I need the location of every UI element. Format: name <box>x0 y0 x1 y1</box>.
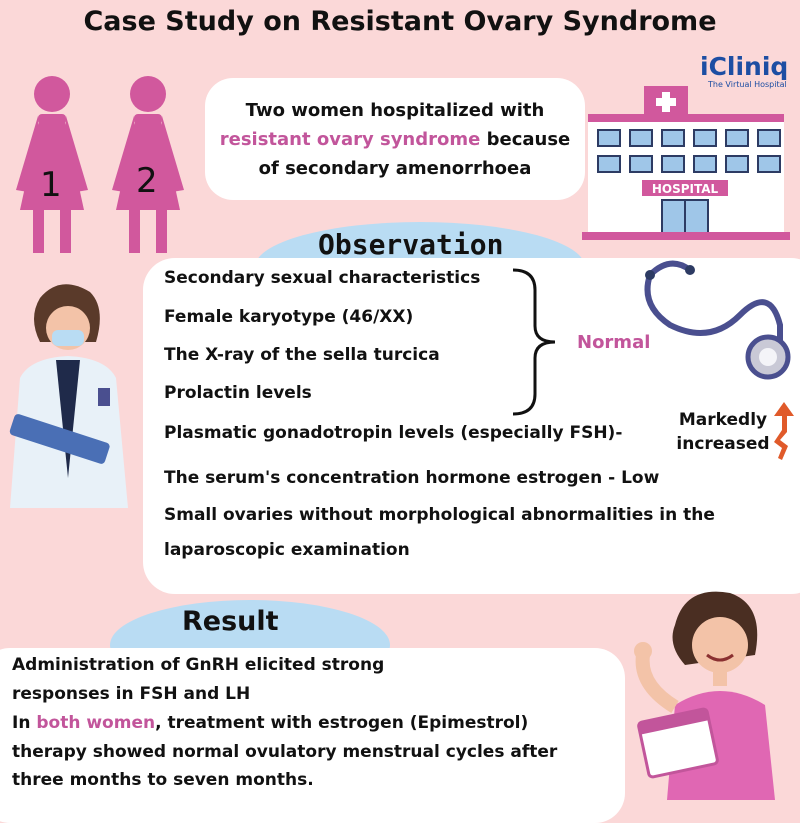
result-card <box>0 648 625 823</box>
logo-tagline: The Virtual Hospital <box>708 80 787 89</box>
intro-line-2-rest: because <box>480 129 571 150</box>
woman-1-label: 1 <box>40 165 62 205</box>
woman-2-icon <box>112 76 184 253</box>
marked-line-2: increased <box>676 434 770 454</box>
woman-1-icon <box>16 76 88 253</box>
hospital-sign: HOSPITAL <box>652 182 719 196</box>
observation-item-4: Prolactin levels <box>164 383 312 403</box>
result-line-3: In both women, treatment with estrogen (… <box>12 713 528 733</box>
result-line-2: responses in FSH and LH <box>12 684 251 704</box>
result-line-3-rest: , treatment with estrogen (Epimestrol) <box>155 713 529 733</box>
observation-card <box>143 258 800 594</box>
result-highlight: both women <box>36 713 156 733</box>
intro-line-1: Two women hospitalized with <box>245 100 545 121</box>
logo-name: iCliniq <box>700 52 789 81</box>
marked-line-1: Markedly <box>678 410 768 430</box>
woman-with-calendar-illustration <box>634 591 775 800</box>
iclinq-logo: iCliniq The Virtual Hospital <box>700 52 800 90</box>
observation-item-2: Female karyotype (46/XX) <box>164 307 414 327</box>
observation-heading: Observation <box>318 228 504 261</box>
women-figures: 1 2 <box>16 76 184 253</box>
observation-item-3: The X-ray of the sella turcica <box>164 345 440 365</box>
intro-card <box>205 78 585 200</box>
markedly-increased-label: Markedly increased <box>668 408 778 456</box>
observation-item-1: Secondary sexual characteristics <box>164 268 481 288</box>
hospital-illustration: HOSPITAL <box>582 86 790 240</box>
observation-item-7: Small ovaries without morphological abno… <box>164 505 715 525</box>
observation-item-8: laparoscopic examination <box>164 540 410 560</box>
normal-label: Normal <box>577 332 651 353</box>
increase-arrow-icon <box>774 402 794 460</box>
observation-item-5: Plasmatic gonadotropin levels (especiall… <box>164 423 623 443</box>
result-line-1: Administration of GnRH elicited strong <box>12 655 385 675</box>
intro-text: Two women hospitalized with resistant ov… <box>205 96 585 183</box>
intro-highlight: resistant ovary syndrome <box>219 129 481 150</box>
curly-brace-icon <box>512 268 556 416</box>
intro-line-3: of secondary amenorrhoea <box>258 158 532 179</box>
stethoscope-illustration <box>644 260 791 380</box>
result-line-3-prefix: In <box>12 713 37 733</box>
observation-item-6: The serum's concentration hormone estrog… <box>164 468 660 488</box>
result-line-4: therapy showed normal ovulatory menstrua… <box>12 742 558 762</box>
woman-2-label: 2 <box>136 161 158 201</box>
result-line-5: three months to seven months. <box>12 770 314 790</box>
result-heading: Result <box>182 606 279 637</box>
intro-line-2: resistant ovary syndrome because <box>205 125 585 154</box>
page-title: Case Study on Resistant Ovary Syndrome <box>83 6 717 37</box>
doctor-illustration <box>9 284 128 508</box>
